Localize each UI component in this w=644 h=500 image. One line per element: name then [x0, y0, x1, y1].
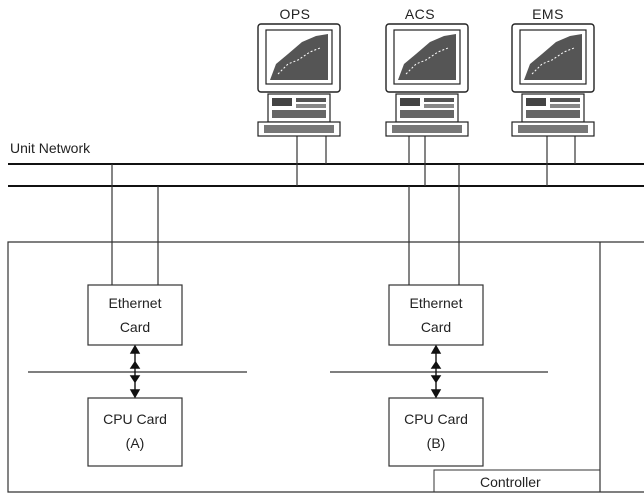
cpu-card-a-line2: (A)	[125, 435, 145, 451]
controller-enclosure	[7, 241, 644, 493]
ethernet-card-b-box	[388, 284, 484, 346]
ethernet-card-b-line2: Card	[420, 319, 452, 335]
cpu-card-a: CPU Card (A)	[88, 410, 182, 452]
ethernet-card-a: Ethernet Card	[88, 294, 182, 336]
ethernet-card-a-line1: Ethernet	[108, 295, 162, 311]
workstation-acs-icon	[385, 23, 469, 137]
link-arrow-b	[430, 344, 442, 399]
cpu-card-b-line2: (B)	[426, 435, 446, 451]
cpu-card-b-box	[388, 397, 484, 467]
workstation-drops	[296, 136, 576, 186]
link-arrow-a	[129, 344, 141, 399]
workstation-acs-label: ACS	[404, 6, 436, 22]
workstation-ems-icon	[511, 23, 595, 137]
ethernet-card-a-line2: Card	[119, 319, 151, 335]
cpu-card-a-line1: CPU Card	[103, 411, 167, 427]
controller-label: Controller	[480, 474, 541, 490]
cpu-card-b: CPU Card (B)	[389, 410, 483, 452]
cpu-card-b-line1: CPU Card	[404, 411, 468, 427]
ethernet-card-b-line1: Ethernet	[409, 295, 463, 311]
cpu-card-a-box	[87, 397, 183, 467]
workstation-ops-label: OPS	[279, 6, 311, 22]
ethernet-card-b: Ethernet Card	[389, 294, 483, 336]
workstation-ops-icon	[257, 23, 341, 137]
ethernet-card-a-box	[87, 284, 183, 346]
workstation-ems-label: EMS	[532, 6, 564, 22]
unit-network-label: Unit Network	[10, 140, 91, 156]
